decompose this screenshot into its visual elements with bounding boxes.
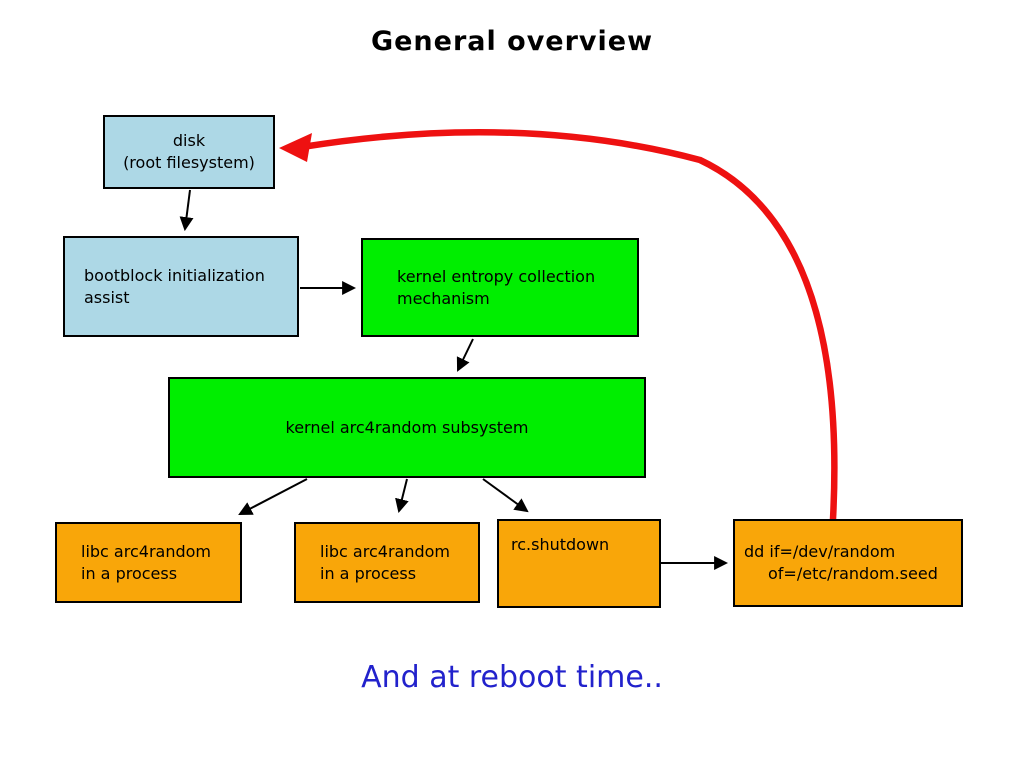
node-rcshutdown-label: rc.shutdown	[511, 535, 610, 554]
node-bootblock-label-line2: assist	[84, 287, 130, 307]
arrow-arc4-to-libc1	[238, 478, 308, 515]
node-libc-process-2: libc arc4random in a process	[294, 522, 480, 603]
node-libc-process-1: libc arc4random in a process	[55, 522, 242, 603]
node-disk-label-line2: (root filesystem)	[123, 153, 255, 172]
node-arc4random-label: kernel arc4random subsystem	[285, 417, 529, 437]
arrow-disk-to-bootblock	[179, 189, 194, 232]
node-dd-random-seed: dd if=/dev/random of=/etc/random.seed	[733, 519, 963, 607]
node-libc2-label-line2: in a process	[320, 563, 417, 583]
node-disk-label-line1: disk	[172, 131, 206, 151]
node-disk: disk (root filesystem)	[103, 115, 275, 189]
node-entropy-label-line1: kernel entropy collection	[397, 266, 596, 286]
arrow-arc4-to-libc2	[395, 478, 409, 514]
node-bootblock-label-line1: bootblock initialization	[84, 265, 265, 285]
arrow-arc4-to-rcshutdown	[482, 478, 529, 513]
node-arc4random-subsystem: kernel arc4random subsystem	[168, 377, 646, 478]
red-arrow-head	[279, 133, 312, 162]
node-libc1-label-line1: libc arc4random	[81, 541, 211, 561]
node-dd-label-line2: of=/etc/random.seed	[768, 564, 938, 583]
node-entropy-collection: kernel entropy collection mechanism	[361, 238, 639, 337]
node-libc2-label-line1: libc arc4random	[320, 541, 450, 561]
node-bootblock: bootblock initialization assist	[63, 236, 299, 337]
reboot-caption: And at reboot time..	[361, 660, 663, 695]
page-title: General overview	[370, 26, 654, 57]
node-rc-shutdown: rc.shutdown	[497, 519, 661, 608]
arrow-entropy-to-arc4	[456, 338, 474, 372]
node-dd-label-line1: dd if=/dev/random	[744, 542, 896, 562]
node-entropy-label-line2: mechanism	[397, 288, 490, 308]
node-libc1-label-line2: in a process	[81, 563, 178, 583]
